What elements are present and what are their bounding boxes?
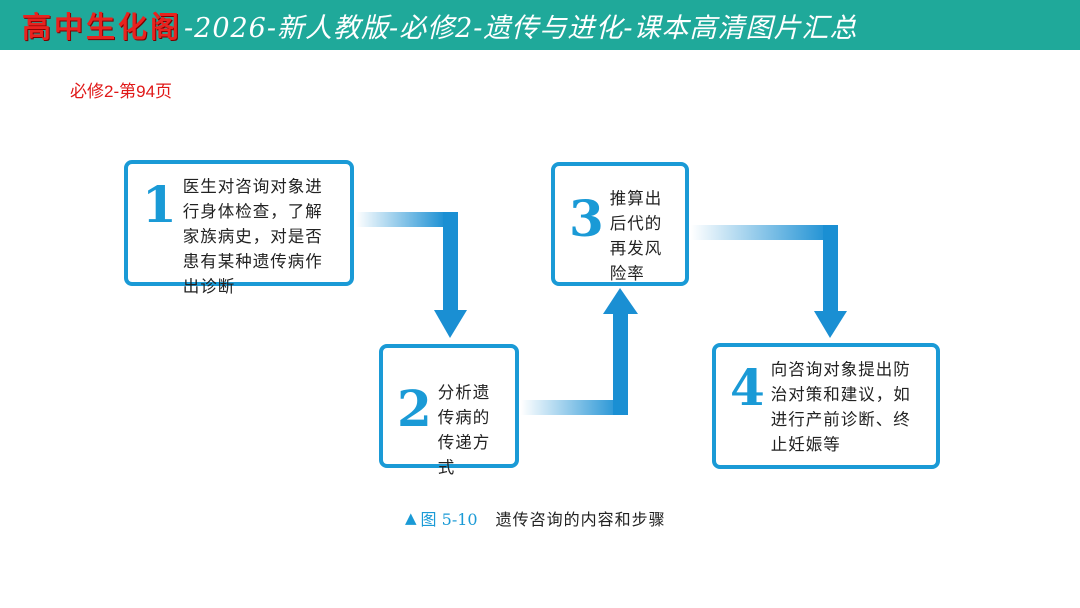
arrow-3-to-4	[691, 225, 847, 338]
arrow-2-to-3	[521, 288, 638, 415]
step-2-number: 2	[397, 379, 432, 438]
figure-number: 图 5-10	[420, 510, 478, 529]
step-4-text: 向咨询对象提出防治对策和建议，如进行产前诊断、终止妊娠等	[770, 360, 911, 454]
title-banner: 高中生化阁 -2026-新人教版-必修2-遗传与进化-课本高清图片汇总	[0, 0, 1080, 50]
banner-brand: 高中生化阁	[22, 10, 183, 44]
arrow-1-to-2	[356, 212, 467, 338]
step-1-box: 1 医生对咨询对象进行身体检查，了解家族病史，对是否患有某种遗传病作出诊断	[124, 160, 354, 296]
step-2-box: 2 分析遗传病的传递方式	[379, 344, 519, 477]
figure-caption: ▲ 图 5-10 遗传咨询的内容和步骤	[405, 506, 666, 530]
step-4-number: 4	[730, 358, 765, 417]
step-3-number: 3	[569, 189, 604, 248]
step-1-number: 1	[142, 175, 177, 234]
step-3-box: 3 推算出后代的再发风险率	[551, 162, 689, 286]
step-3-text: 推算出后代的再发风险率	[609, 189, 663, 283]
page-label: 必修2-第94页	[70, 82, 173, 101]
triangle-up-icon: ▲	[405, 509, 417, 527]
banner-title: -2026-新人教版-必修2-遗传与进化-课本高清图片汇总	[184, 12, 858, 44]
step-1-text: 医生对咨询对象进行身体检查，了解家族病史，对是否患有某种遗传病作出诊断	[182, 177, 323, 296]
step-4-box: 4 向咨询对象提出防治对策和建议，如进行产前诊断、终止妊娠等	[712, 343, 940, 469]
caption-text: 遗传咨询的内容和步骤	[495, 510, 666, 529]
step-2-text: 分析遗传病的传递方式	[437, 383, 491, 477]
